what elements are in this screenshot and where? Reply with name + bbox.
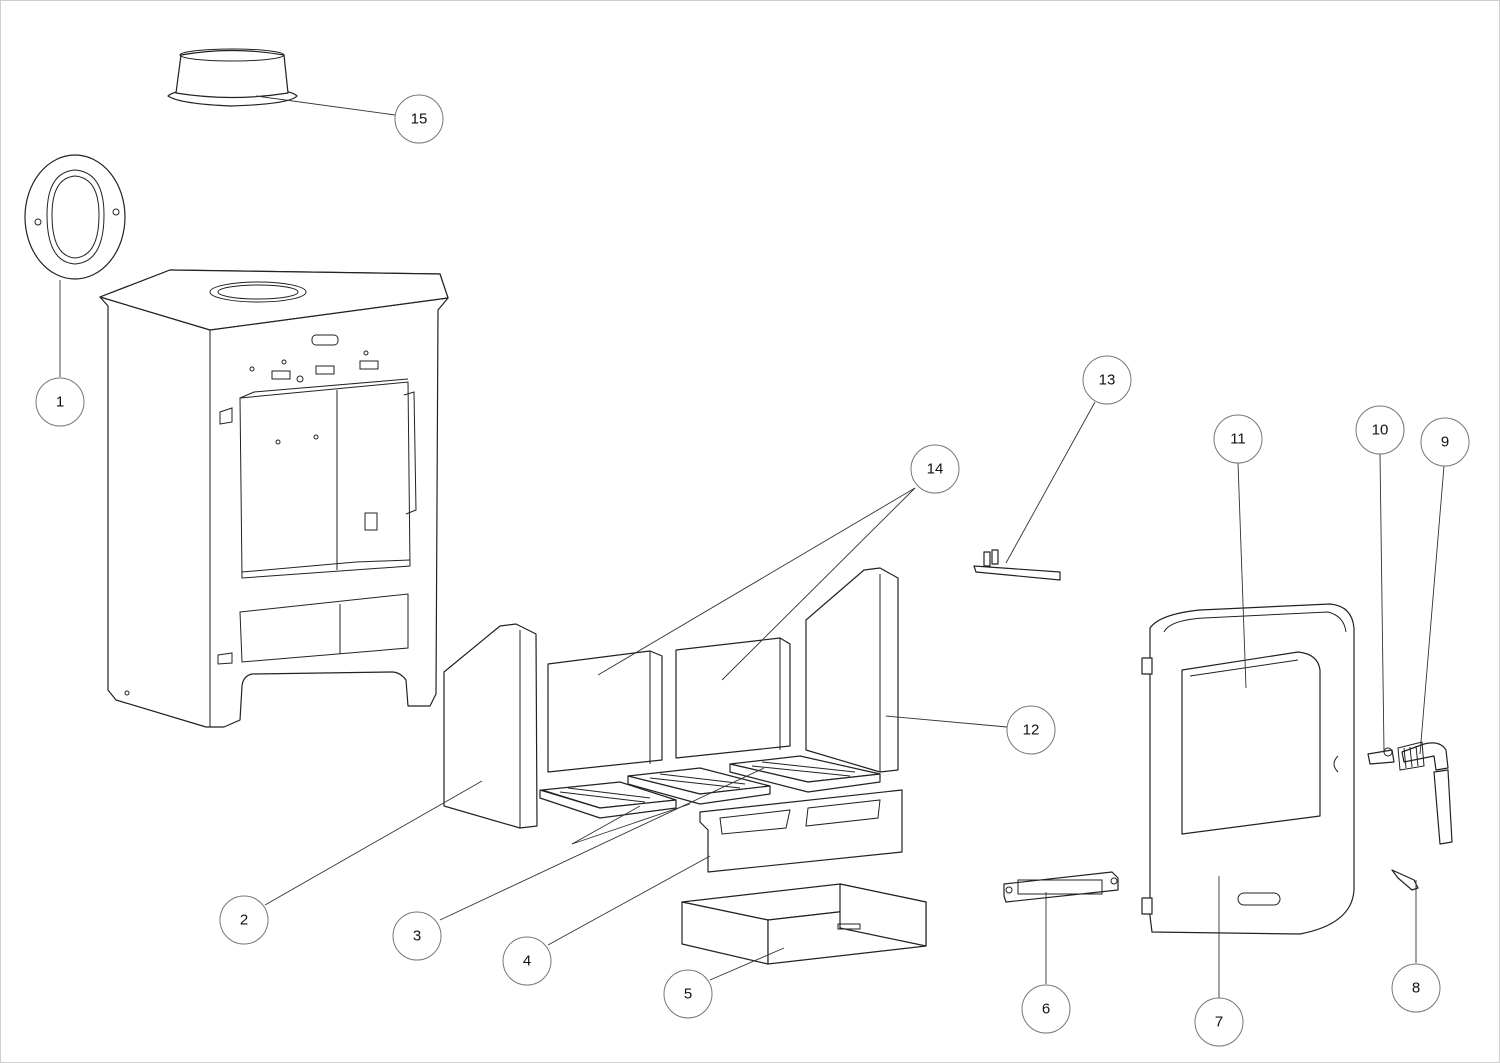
callout-label: 6 [1042, 1001, 1050, 1018]
callout-label: 3 [413, 928, 421, 945]
left-side-brick-part [443, 623, 538, 829]
callout-11: 11 [1213, 414, 1263, 464]
stove-body [99, 269, 449, 728]
callout-label: 1 [56, 394, 64, 411]
callout-15: 15 [394, 94, 444, 144]
callout-8: 8 [1391, 963, 1441, 1013]
callout-5: 5 [663, 969, 713, 1019]
callout-label: 10 [1372, 422, 1389, 439]
back-bricks-part [547, 637, 791, 773]
spigot-plate-part [24, 154, 126, 280]
flue-collar-part [167, 48, 298, 107]
callout-6: 6 [1021, 984, 1071, 1034]
callout-label: 2 [240, 912, 248, 929]
callout-7: 7 [1194, 997, 1244, 1047]
door-part [1141, 603, 1355, 935]
right-side-brick-part [805, 567, 899, 773]
callout-1: 1 [35, 377, 85, 427]
callout-label: 8 [1412, 980, 1420, 997]
callout-13: 13 [1082, 355, 1132, 405]
callout-4: 4 [502, 936, 552, 986]
callout-14: 14 [910, 444, 960, 494]
leader-lines [59, 95, 1445, 998]
callout-label: 15 [411, 111, 428, 128]
grate-part [539, 755, 881, 819]
callout-2: 2 [219, 895, 269, 945]
air-slide-part [973, 549, 1061, 581]
fuel-retainer-part [699, 789, 903, 873]
callout-label: 13 [1099, 372, 1116, 389]
handle-assembly-part [1367, 741, 1453, 891]
air-control-plate-part [1003, 871, 1119, 903]
callout-12: 12 [1006, 705, 1056, 755]
callout-label: 9 [1441, 434, 1449, 451]
callout-label: 11 [1230, 431, 1246, 448]
callout-10: 10 [1355, 405, 1405, 455]
callout-label: 7 [1215, 1014, 1223, 1031]
callout-label: 4 [523, 953, 531, 970]
callout-9: 9 [1420, 417, 1470, 467]
callout-label: 5 [684, 986, 692, 1003]
ash-pan-part [681, 883, 927, 965]
callout-3: 3 [392, 911, 442, 961]
callout-label: 14 [927, 461, 944, 478]
callout-label: 12 [1023, 722, 1040, 739]
